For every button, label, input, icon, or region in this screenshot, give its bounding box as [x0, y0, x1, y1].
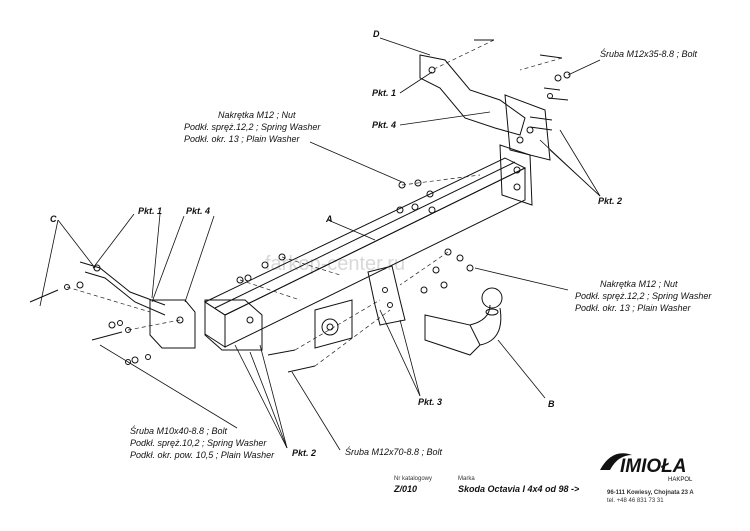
watermark: farkop-center.ru — [265, 253, 405, 275]
imiola-logo: IMIOŁA HAKPOL — [600, 453, 693, 483]
letter-B: B — [548, 399, 555, 409]
letter-C: C — [50, 214, 57, 224]
svg-text:Podkł. okr. 13 ; Plain Washer: Podkł. okr. 13 ; Plain Washer — [184, 134, 301, 144]
pkt4-top: Pkt. 4 — [372, 120, 396, 130]
nut-group-top: Nakrętka M12 ; Nut Podkł. spręż.12,2 ; S… — [184, 110, 321, 144]
pkt2-bottom: Pkt. 2 — [292, 448, 316, 458]
bolt-group-left: Śruba M10x40-8.8 ; Bolt Podkł. spręż.10,… — [130, 425, 275, 460]
pkt2-right: Pkt. 2 — [598, 196, 622, 206]
svg-text:HAKPOL: HAKPOL — [668, 477, 693, 483]
catalog-header: Nr katalogowy — [394, 476, 432, 482]
left-side-bracket — [149, 299, 263, 351]
svg-text:Podkł. spręż.12,2 ; Spring Was: Podkł. spręż.12,2 ; Spring Washer — [575, 291, 712, 301]
top-right-bolt-label: Śruba M12x35-8.8 ; Bolt — [600, 48, 698, 59]
bottom-bolt-label: Śruba M12x70-8.8 ; Bolt — [345, 446, 443, 457]
catalog-number: Z/010 — [393, 484, 417, 494]
nuts-washers — [76, 71, 571, 365]
letter-D: D — [373, 29, 380, 39]
letter-A: A — [325, 214, 333, 224]
svg-text:Podkł. okr. pow. 10,5 ; Plain: Podkł. okr. pow. 10,5 ; Plain Washer — [130, 450, 275, 460]
right-arm-D — [419, 54, 551, 161]
svg-text:Nakrętka M12 ; Nut: Nakrętka M12 ; Nut — [600, 279, 678, 289]
phone: tel. +48 46 831 73 31 — [607, 498, 664, 504]
pkt4-left: Pkt. 4 — [186, 206, 210, 216]
pkt3: Pkt. 3 — [418, 397, 442, 407]
svg-text:Podkł. okr. 13 ; Plain Washer: Podkł. okr. 13 ; Plain Washer — [575, 303, 692, 313]
svg-text:Śruba M10x40-8.8 ; Bolt: Śruba M10x40-8.8 ; Bolt — [130, 425, 228, 436]
bolts — [29, 39, 569, 373]
leader-lines — [39, 37, 601, 451]
assembly-lines — [66, 39, 563, 367]
address: 96-111 Kowiesy, Chojnata 23 A — [607, 490, 694, 496]
svg-text:Podkł. spręż.12,2 ; Spring Was: Podkł. spręż.12,2 ; Spring Washer — [184, 122, 321, 132]
crossbar-A — [203, 144, 533, 348]
nut-group-right: Nakrętka M12 ; Nut Podkł. spręż.12,2 ; S… — [575, 279, 712, 313]
footer: Nr katalogowy Marka Z/010 Skoda Octavia … — [393, 453, 694, 504]
pkt1-top: Pkt. 1 — [372, 88, 396, 98]
svg-text:Nakrętka M12 ; Nut: Nakrętka M12 ; Nut — [218, 110, 296, 120]
left-arm-C — [79, 261, 166, 316]
socket-plate — [314, 265, 406, 349]
pkt1-left: Pkt. 1 — [138, 206, 162, 216]
vehicle-model: Skoda Octavia I 4x4 od 98 -> — [458, 484, 580, 494]
svg-text:IMIOŁA: IMIOŁA — [620, 456, 687, 477]
make-header: Marka — [458, 476, 475, 482]
ball-neck-B — [424, 287, 503, 356]
svg-text:Podkł. spręż.10,2 ; Spring Was: Podkł. spręż.10,2 ; Spring Washer — [130, 438, 267, 448]
